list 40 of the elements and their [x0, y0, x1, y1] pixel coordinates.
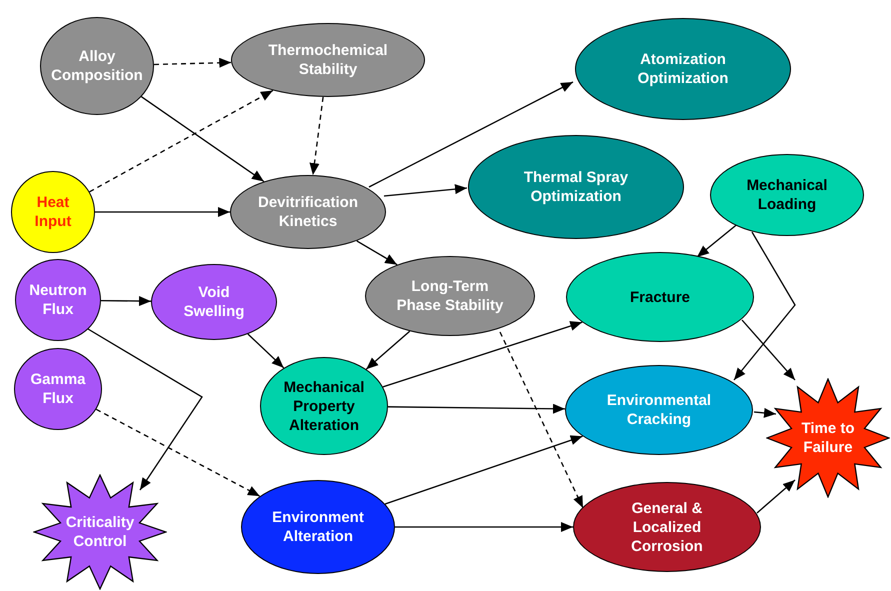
node-label: Gamma Flux [29, 370, 87, 408]
node-label: Devitrification Kinetics [256, 193, 360, 231]
node-label: General & Localized Corrosion [630, 498, 704, 556]
arrow [368, 81, 574, 188]
node-label: Criticality Control [64, 513, 136, 551]
node-label: Neutron Flux [28, 281, 88, 319]
node-label: Alloy Composition [50, 47, 144, 85]
arrow [384, 435, 583, 505]
arrow [95, 207, 230, 217]
arrow [154, 58, 232, 68]
arrow [366, 330, 410, 370]
node-label: Atomization Optimization [636, 50, 730, 88]
arrow [96, 408, 260, 497]
node-label: Long-Term Phase Stability [396, 277, 504, 315]
node-label: Mechanical Loading [746, 176, 828, 214]
node-label: Environment Alteration [271, 508, 365, 546]
arrow [88, 328, 203, 490]
arrow [356, 240, 398, 266]
arrow [101, 296, 151, 306]
node-label: Heat Input [34, 193, 72, 231]
node-label: Thermochemical Stability [267, 41, 389, 79]
arrow [742, 320, 796, 380]
node-label: Environmental Cracking [606, 391, 712, 429]
node-label: Void Swelling [182, 283, 246, 321]
arrow [141, 96, 264, 182]
arrow [247, 334, 284, 368]
arrow [382, 321, 582, 388]
arrow [395, 522, 573, 532]
node-label: Mechanical Property Alteration [282, 378, 366, 434]
node-label: Fracture [630, 288, 690, 306]
arrow [388, 404, 565, 414]
arrow [756, 480, 796, 514]
arrow [754, 408, 776, 418]
arrow [499, 332, 584, 508]
arrow [384, 184, 468, 197]
arrow [734, 232, 796, 380]
arrow [89, 90, 274, 192]
node-label: Thermal Spray Optimization [522, 168, 630, 206]
arrow [310, 96, 324, 176]
node-label: Time to Failure [800, 419, 856, 457]
